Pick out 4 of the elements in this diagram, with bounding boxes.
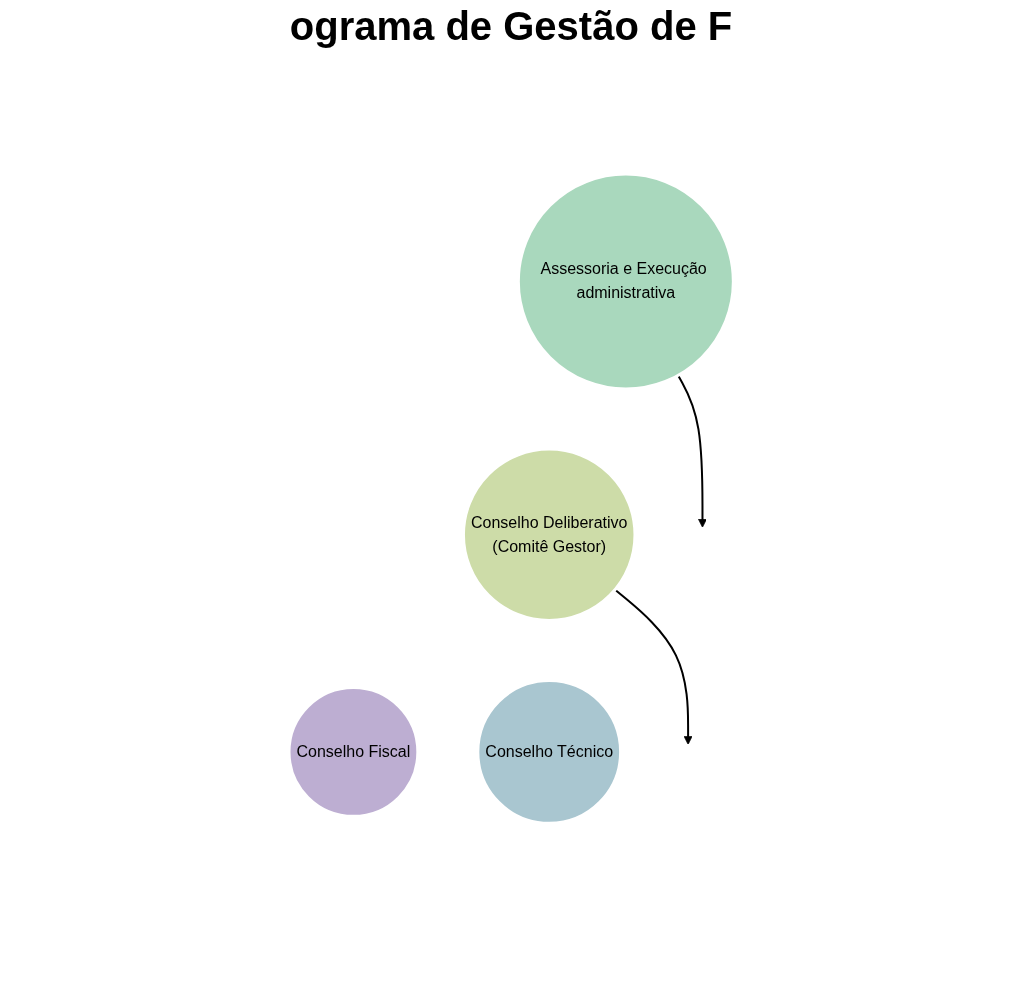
arrow (613, 589, 693, 746)
arrow (677, 374, 707, 528)
node-circle: Assessoria e Execução administrativa (516, 172, 735, 391)
diagram-title: ograma de Gestão de F (288, 4, 734, 49)
